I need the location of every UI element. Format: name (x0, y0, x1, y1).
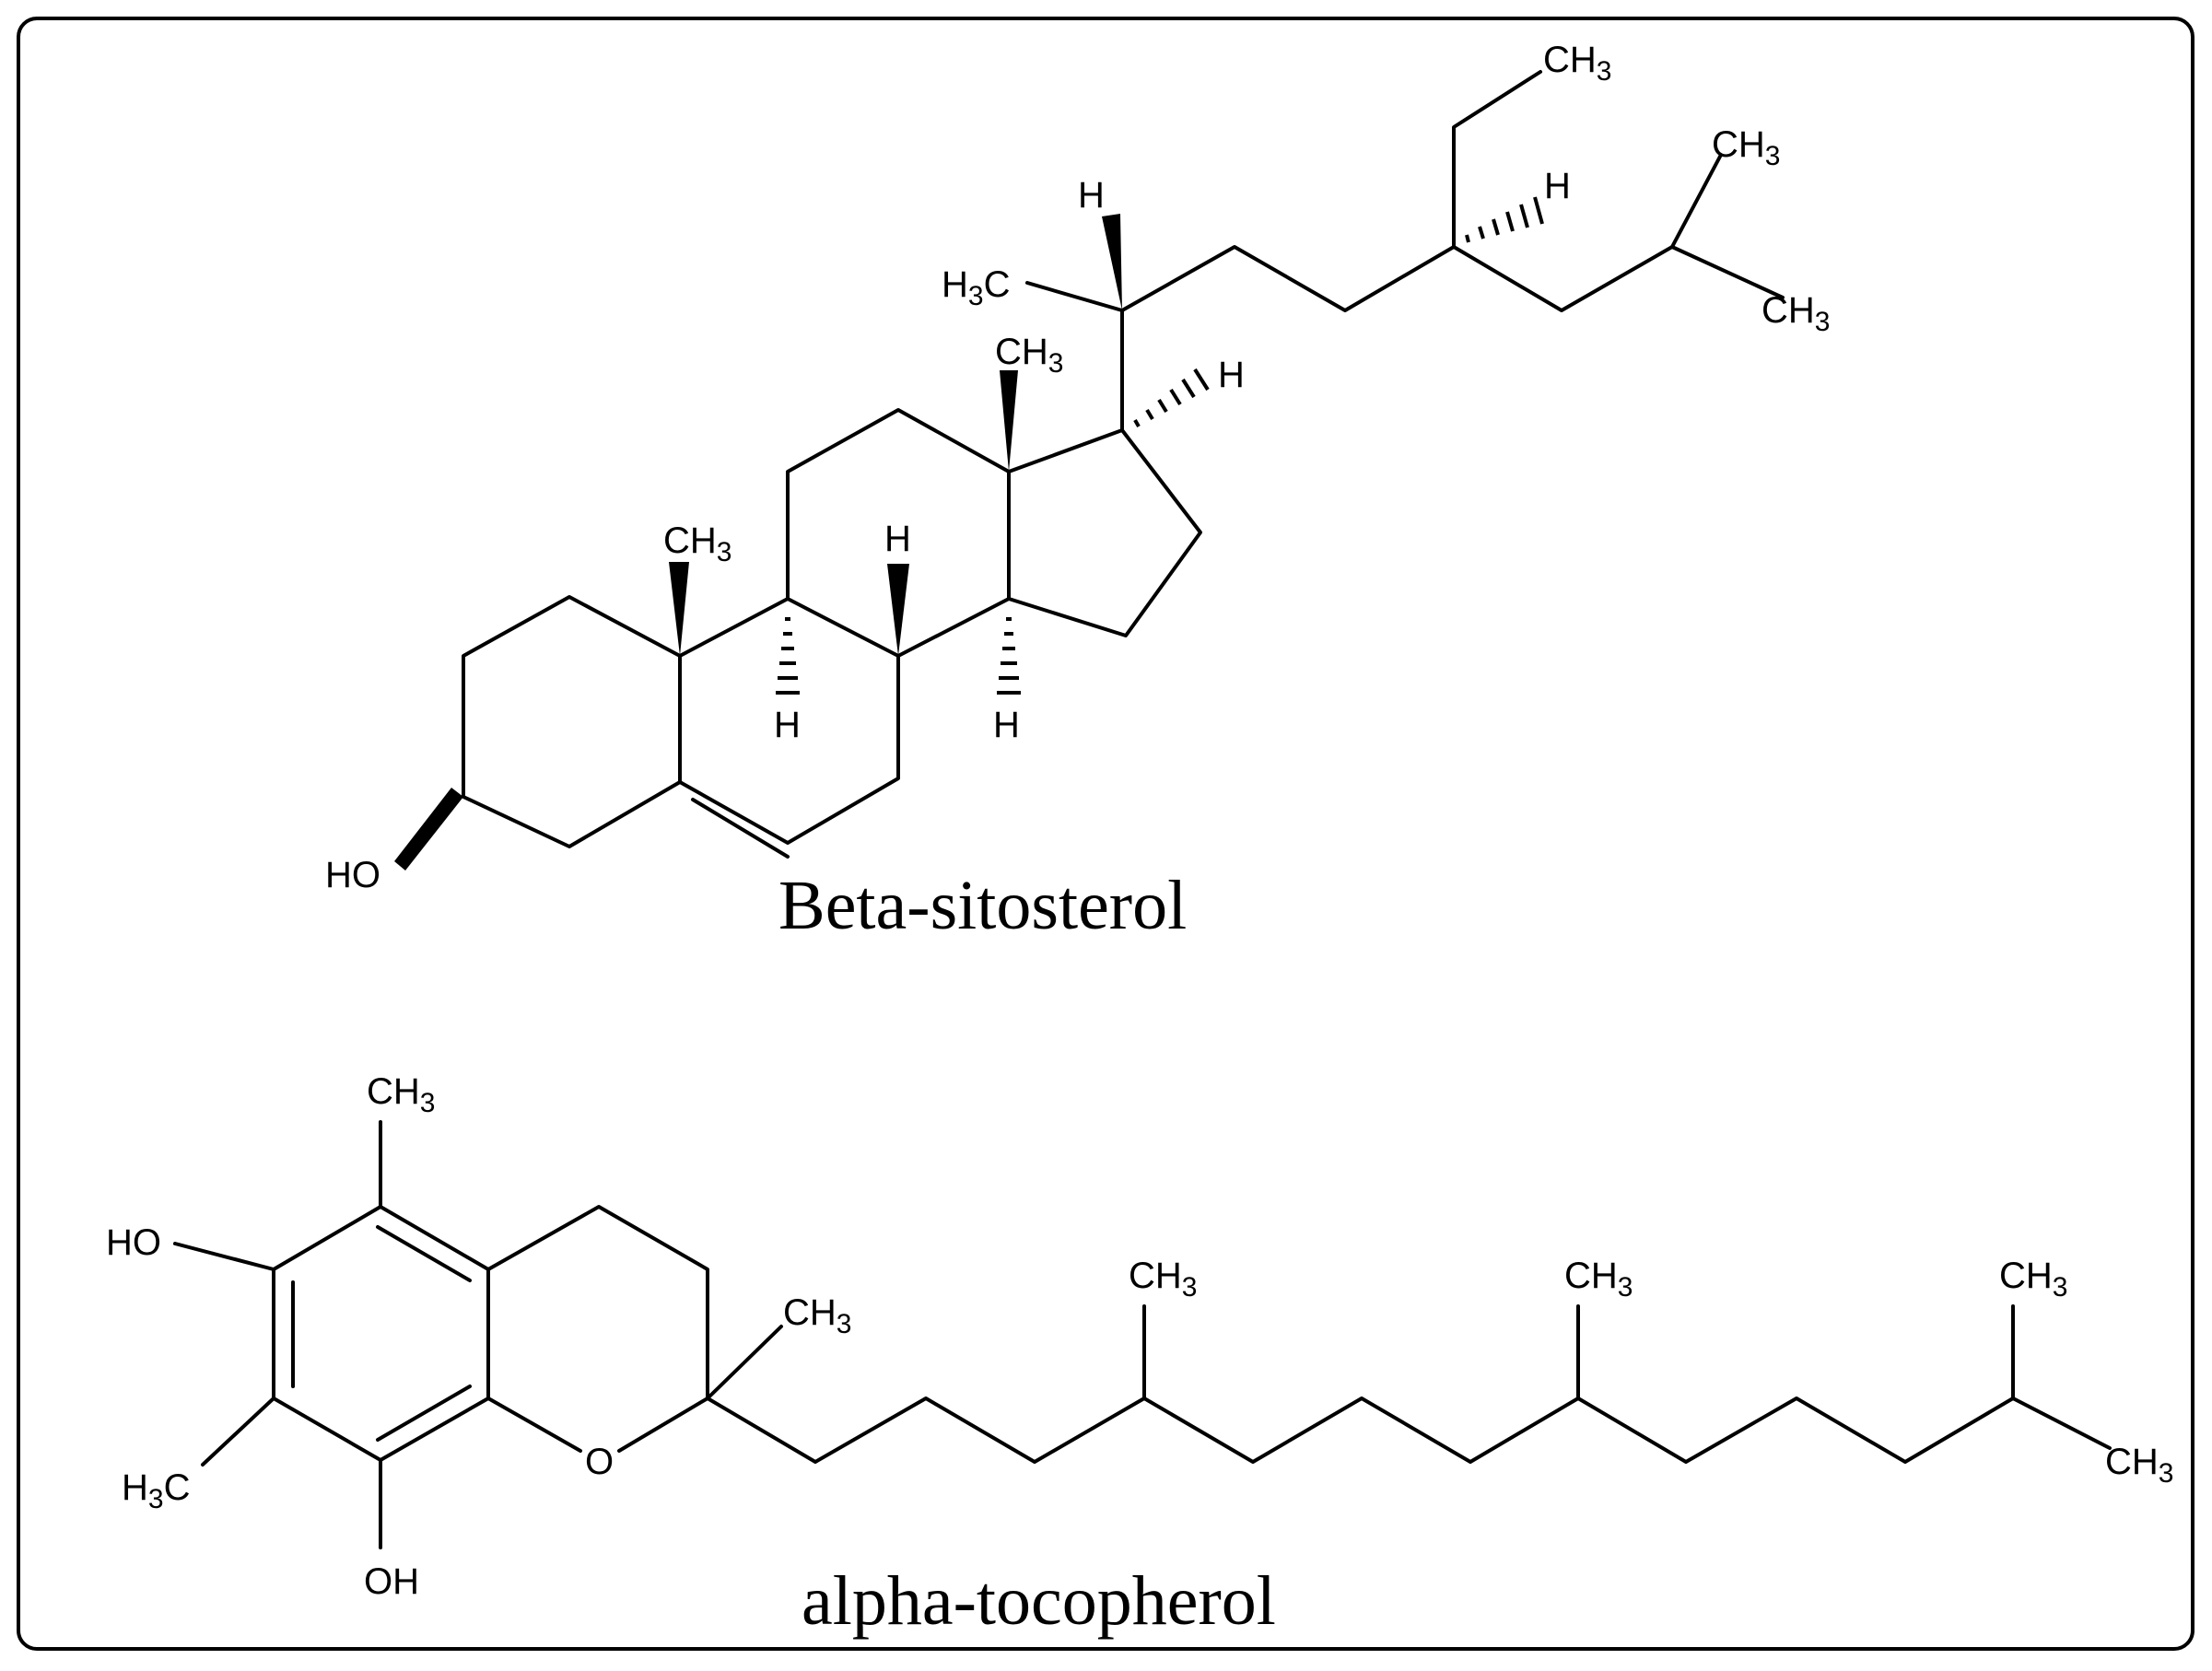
atom-label-ch3-c5: CH3 (367, 1071, 435, 1118)
atom-label-h-c20: H (1078, 175, 1105, 216)
frame-border (17, 17, 2194, 1651)
methyl-bond-c2 (706, 1325, 783, 1400)
atom-label-ch3-c4prime: CH3 (1129, 1256, 1197, 1303)
wedge-c20-h (1102, 214, 1122, 310)
atom-label-ch3-c2: CH3 (783, 1292, 851, 1339)
hash-c9-h (776, 617, 800, 695)
atom-label-ch3-c26: CH3 (1712, 124, 1780, 171)
methyl-bond-c7 (201, 1396, 275, 1467)
wedge-c10-methyl (669, 562, 689, 656)
chroman-ring-upper (486, 1205, 709, 1453)
phytyl-chain (706, 1396, 2112, 1464)
wedge-c8-h (887, 564, 909, 656)
atom-label-ho: HO (325, 855, 380, 895)
atom-label-ch3-c12prime: CH3 (1999, 1256, 2067, 1303)
atom-label-h-c24: H (1544, 166, 1571, 206)
atom-label-ch3-ethyl: CH3 (1543, 40, 1611, 87)
atom-label-oh-c8: OH (364, 1561, 419, 1602)
ethyl-branch (1452, 70, 1542, 249)
isopropyl-methyl-bond (1670, 153, 1723, 249)
wedge-c13-methyl (1000, 370, 1018, 472)
atom-label-ch3-c19: CH3 (663, 520, 731, 567)
alpha-tocopherol-structure: CH3 HO H3C OH O CH3 CH3 CH3 CH3 CH3 alph… (106, 1071, 2173, 1640)
atom-label-h-c8: H (884, 519, 911, 559)
atom-label-ho-c6: HO (106, 1222, 161, 1263)
atom-label-ch3-c18: CH3 (995, 332, 1063, 379)
atom-label-h3c-c7: H3C (122, 1467, 190, 1514)
wedge-c3-oh (394, 788, 463, 871)
molecule-name-beta-sitosterol: Beta-sitosterol (778, 867, 1187, 944)
methyl-bond-c21 (1025, 281, 1124, 312)
aromatic-double-bond-2 (376, 1385, 472, 1442)
aromatic-ring (272, 1205, 490, 1462)
ring-b (678, 597, 900, 845)
ring-a (462, 595, 682, 848)
beta-sitosterol-structure: HO CH3 H H H CH3 H H3C H H CH3 CH3 CH3 B… (325, 40, 1830, 944)
atom-label-ch3-terminal: CH3 (2105, 1442, 2173, 1489)
atom-label-h-c14: H (993, 705, 1020, 745)
aromatic-double-bond-1 (376, 1225, 472, 1282)
hash-c24-h (1465, 196, 1544, 243)
ring-c (786, 408, 1011, 658)
ring-d (1007, 428, 1202, 637)
atom-label-h-c9: H (774, 705, 801, 745)
atom-label-ch3-c8prime: CH3 (1564, 1256, 1633, 1303)
atom-label-ring-oxygen: O (585, 1442, 614, 1482)
molecule-name-alpha-tocopherol: alpha-tocopherol (802, 1562, 1276, 1640)
oh-bond-c6 (173, 1242, 275, 1271)
side-chain (1120, 245, 1785, 432)
atom-label-h3c-c21: H3C (942, 264, 1010, 311)
hash-c14-h (997, 617, 1021, 695)
atom-label-h-c17: H (1218, 355, 1245, 395)
double-bond-c5-c6 (691, 798, 790, 859)
atom-label-ch3-c27: CH3 (1761, 290, 1830, 337)
chroman-ring-o-bond (486, 1396, 582, 1453)
hash-c17-h (1133, 368, 1210, 427)
